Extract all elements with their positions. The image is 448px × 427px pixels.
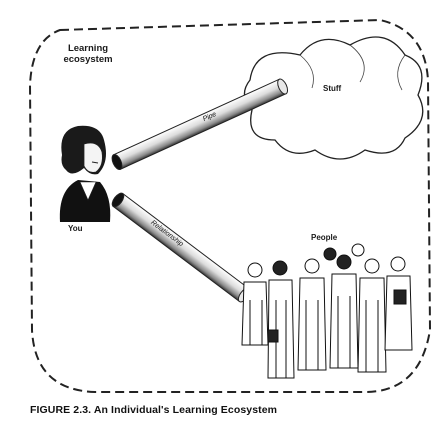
ecosystem-label: Learning ecosystem [58, 43, 118, 65]
you-label: You [68, 224, 83, 233]
figure-number: FIGURE 2.3. [30, 404, 92, 416]
people-crowd [241, 243, 413, 379]
ecosystem-label-line1: Learning [67, 43, 109, 54]
stuff-cloud [243, 36, 424, 160]
people-label: People [311, 233, 338, 242]
ecosystem-label-line2: ecosystem [63, 54, 113, 65]
figure-caption: FIGURE 2.3. An Individual's Learning Eco… [30, 404, 277, 416]
pipe-tube: Pipe [111, 78, 289, 170]
figure-title: An Individual's Learning Ecosystem [93, 404, 278, 416]
you-figure [59, 125, 111, 222]
relationship-tube: Relationship [111, 192, 251, 303]
stuff-label: Stuff [323, 84, 342, 93]
ecosystem-boundary [28, 18, 432, 393]
